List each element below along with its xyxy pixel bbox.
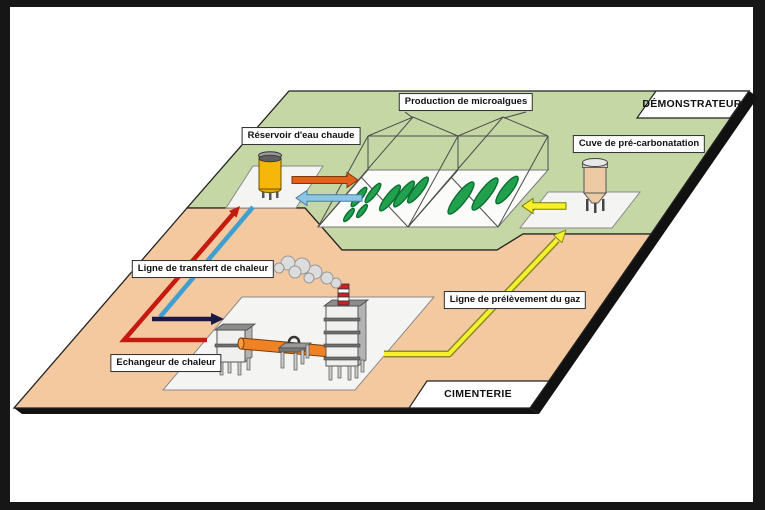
cuve-pad xyxy=(518,191,642,229)
gas-feed-arrow xyxy=(521,197,567,215)
hot-water-tank xyxy=(258,151,282,200)
band-cimenterie xyxy=(407,380,551,409)
kiln-hook xyxy=(287,335,301,352)
label-connector-lines xyxy=(404,111,527,119)
zone-title-cimenterie: CIMENTERIE xyxy=(444,388,512,400)
band-demonstrateur xyxy=(635,90,751,119)
label-echangeur-chaleur: Echangeur de chaleur xyxy=(110,354,222,372)
label-production-microalgues: Production de microalgues xyxy=(398,93,534,111)
chimney xyxy=(337,283,350,306)
preheater-tower xyxy=(322,299,370,381)
water-return-arrow xyxy=(295,189,363,207)
heat-exchanger-unit xyxy=(213,323,257,376)
heat-supply-arrowhead xyxy=(229,206,240,218)
label-reservoir-eau-chaude: Réservoir d'eau chaude xyxy=(241,127,361,145)
heat-supply-line xyxy=(119,212,235,343)
algae-ponds xyxy=(342,175,519,223)
label-ligne-prelevement-gaz: Ligne de prélèvement du gaz xyxy=(443,291,587,309)
gas-line xyxy=(384,229,567,358)
slab-edge xyxy=(14,91,758,414)
smoke-plume xyxy=(273,255,342,289)
precarbonation-tank xyxy=(582,158,608,213)
support-stand xyxy=(277,342,313,371)
label-ligne-transfert-chaleur: Ligne de transfert de chaleur xyxy=(131,260,275,278)
zone-title-demonstrateur: DÉMONSTRATEUR xyxy=(642,98,742,110)
heat-return-dark-arrow xyxy=(152,313,224,325)
label-cuve-precarbonatation: Cuve de pré-carbonatation xyxy=(572,135,706,153)
hot-water-supply-arrow xyxy=(291,171,359,189)
